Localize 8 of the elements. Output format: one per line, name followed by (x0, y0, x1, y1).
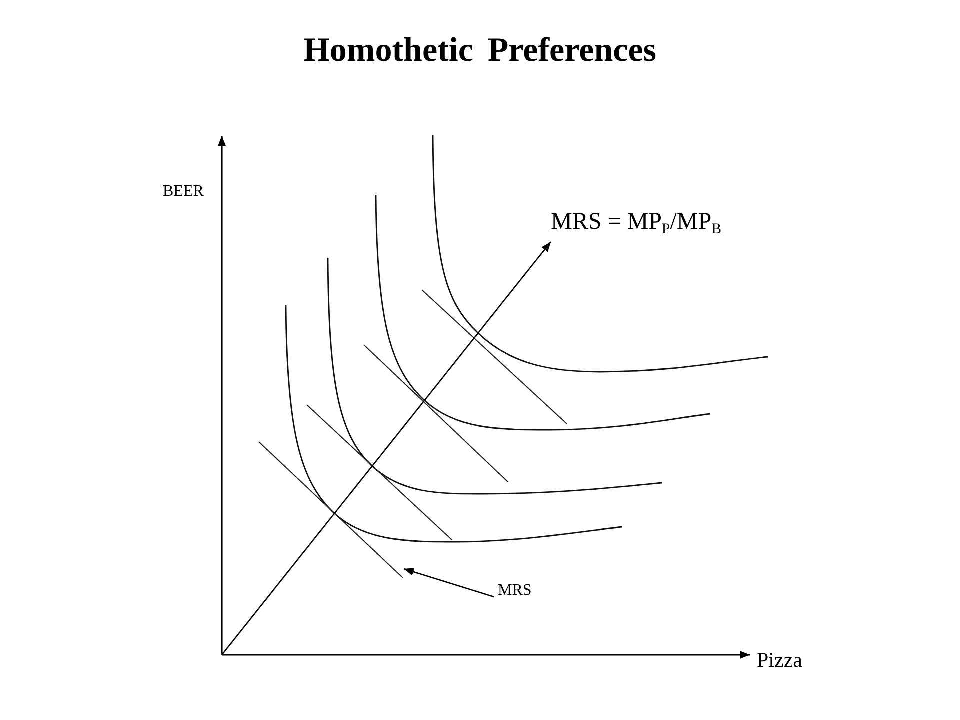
tangent-line (258, 442, 404, 578)
axis-label: Pizza (757, 648, 802, 672)
callout-label: MRS (498, 582, 532, 600)
axis-label: BEER (163, 183, 204, 201)
title: Homothetic Preferences (303, 31, 657, 71)
leader-arrow (404, 568, 494, 598)
equation-label: MRS = MP$_{P}$/MP$_{B}$ (551, 208, 722, 242)
expansion-path-arrow (222, 242, 552, 656)
